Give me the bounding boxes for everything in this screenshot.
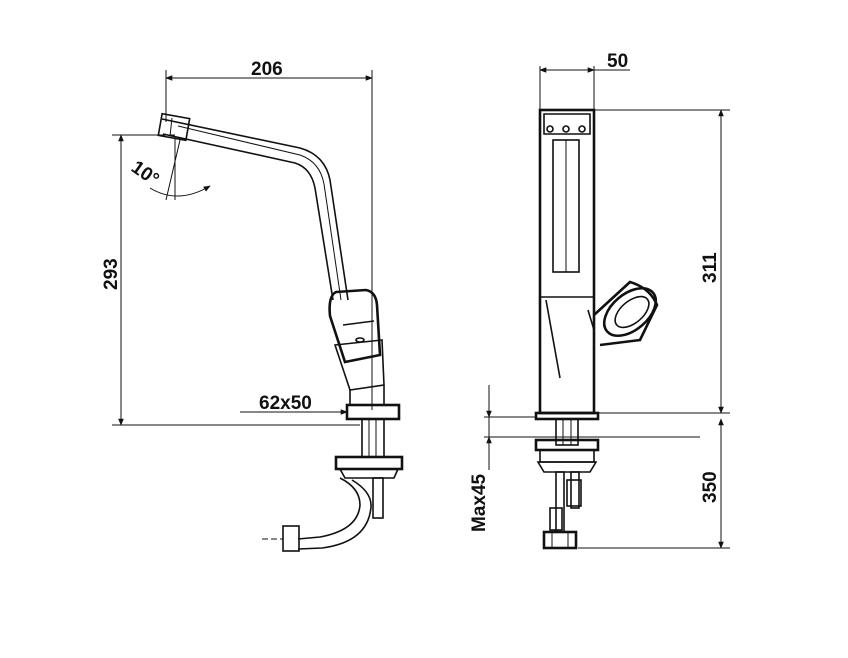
base-plate-front bbox=[484, 411, 700, 438]
width-label-50: 50 bbox=[607, 51, 628, 72]
height-label-311: 311 bbox=[700, 252, 721, 283]
height-label-293: 293 bbox=[101, 258, 122, 290]
base-plate-side: 62x50 bbox=[240, 393, 401, 421]
flexible-hose-side bbox=[262, 477, 372, 552]
max-label: Max45 bbox=[469, 473, 490, 532]
angle-indicator-10deg: 10° bbox=[127, 138, 211, 201]
mounting-hardware-front bbox=[534, 418, 600, 550]
dimension-height-311: 311 bbox=[594, 109, 730, 414]
dimension-height-293: 293 bbox=[101, 134, 360, 426]
faucet-spout bbox=[157, 112, 349, 301]
angle-label: 10° bbox=[127, 157, 163, 191]
lever-handle-front bbox=[593, 280, 659, 347]
base-size-label: 62x50 bbox=[259, 393, 312, 414]
dimension-max45: Max45 bbox=[469, 385, 492, 532]
side-view: 206 293 10° bbox=[101, 59, 404, 552]
dimension-width-50: 50 bbox=[539, 51, 630, 110]
faucet-body-front bbox=[538, 108, 596, 415]
width-label-206: 206 bbox=[251, 59, 283, 80]
dimension-width-206: 206 bbox=[165, 59, 373, 410]
mounting-hardware-side bbox=[334, 418, 404, 519]
hose-length-label-350: 350 bbox=[700, 471, 721, 503]
dimension-hose-350: 350 bbox=[578, 418, 730, 549]
faucet-body-side bbox=[328, 288, 385, 405]
front-view: 50 311 bbox=[469, 51, 730, 550]
